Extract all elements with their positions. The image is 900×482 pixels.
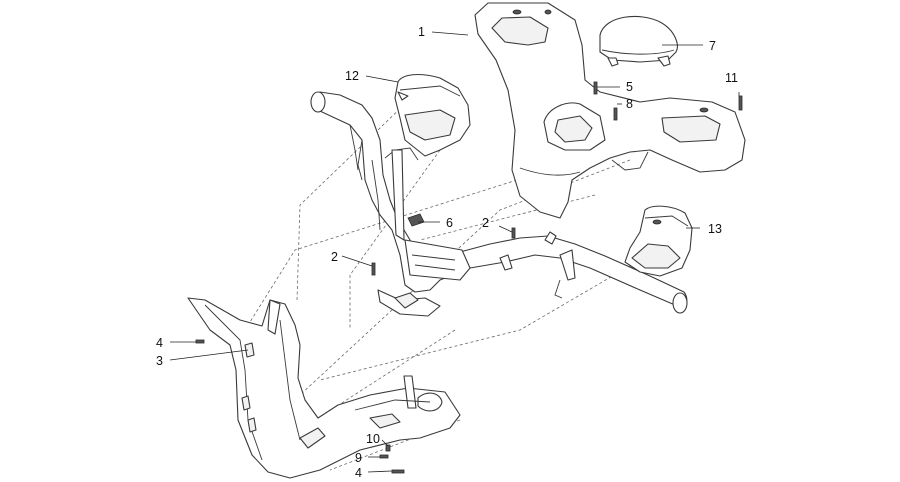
callout-2b: 2 xyxy=(482,216,489,230)
callout-4b: 4 xyxy=(355,466,362,480)
callout-7: 7 xyxy=(709,39,716,53)
screw-5-icon xyxy=(593,81,598,95)
screw-2b-icon xyxy=(511,227,516,239)
callout-13: 13 xyxy=(708,222,722,236)
callout-10: 10 xyxy=(366,432,380,446)
handlebar-frame xyxy=(310,91,688,317)
left-switch-cover xyxy=(394,73,471,157)
rubber-cap xyxy=(599,15,678,67)
nut-10-icon xyxy=(385,444,391,452)
callout-6: 6 xyxy=(446,216,453,230)
callout-1: 1 xyxy=(418,25,425,39)
clip-6-icon xyxy=(407,213,425,227)
callout-11: 11 xyxy=(725,71,738,85)
right-switch-cover xyxy=(624,205,693,277)
screw-8-icon xyxy=(613,107,618,121)
screw-4a-icon xyxy=(195,339,205,344)
washer-9-icon xyxy=(379,454,389,459)
callout-labels: 1 7 12 11 5 8 6 2 13 2 4 3 10 9 4 xyxy=(156,25,738,480)
callout-9: 9 xyxy=(355,451,362,465)
callout-4a: 4 xyxy=(156,336,163,350)
handlebar-lower-cover xyxy=(187,297,461,479)
callout-3: 3 xyxy=(156,354,163,368)
fasteners xyxy=(195,81,743,474)
callout-12: 12 xyxy=(345,69,359,83)
leader-lines xyxy=(169,31,740,473)
screw-11-icon xyxy=(738,95,743,111)
screw-2a-icon xyxy=(371,262,376,276)
screw-4b-icon xyxy=(391,469,405,474)
handlebar-upper-cover xyxy=(474,2,746,219)
callout-5: 5 xyxy=(626,80,633,94)
callout-8: 8 xyxy=(626,97,633,111)
callout-2a: 2 xyxy=(331,250,338,264)
